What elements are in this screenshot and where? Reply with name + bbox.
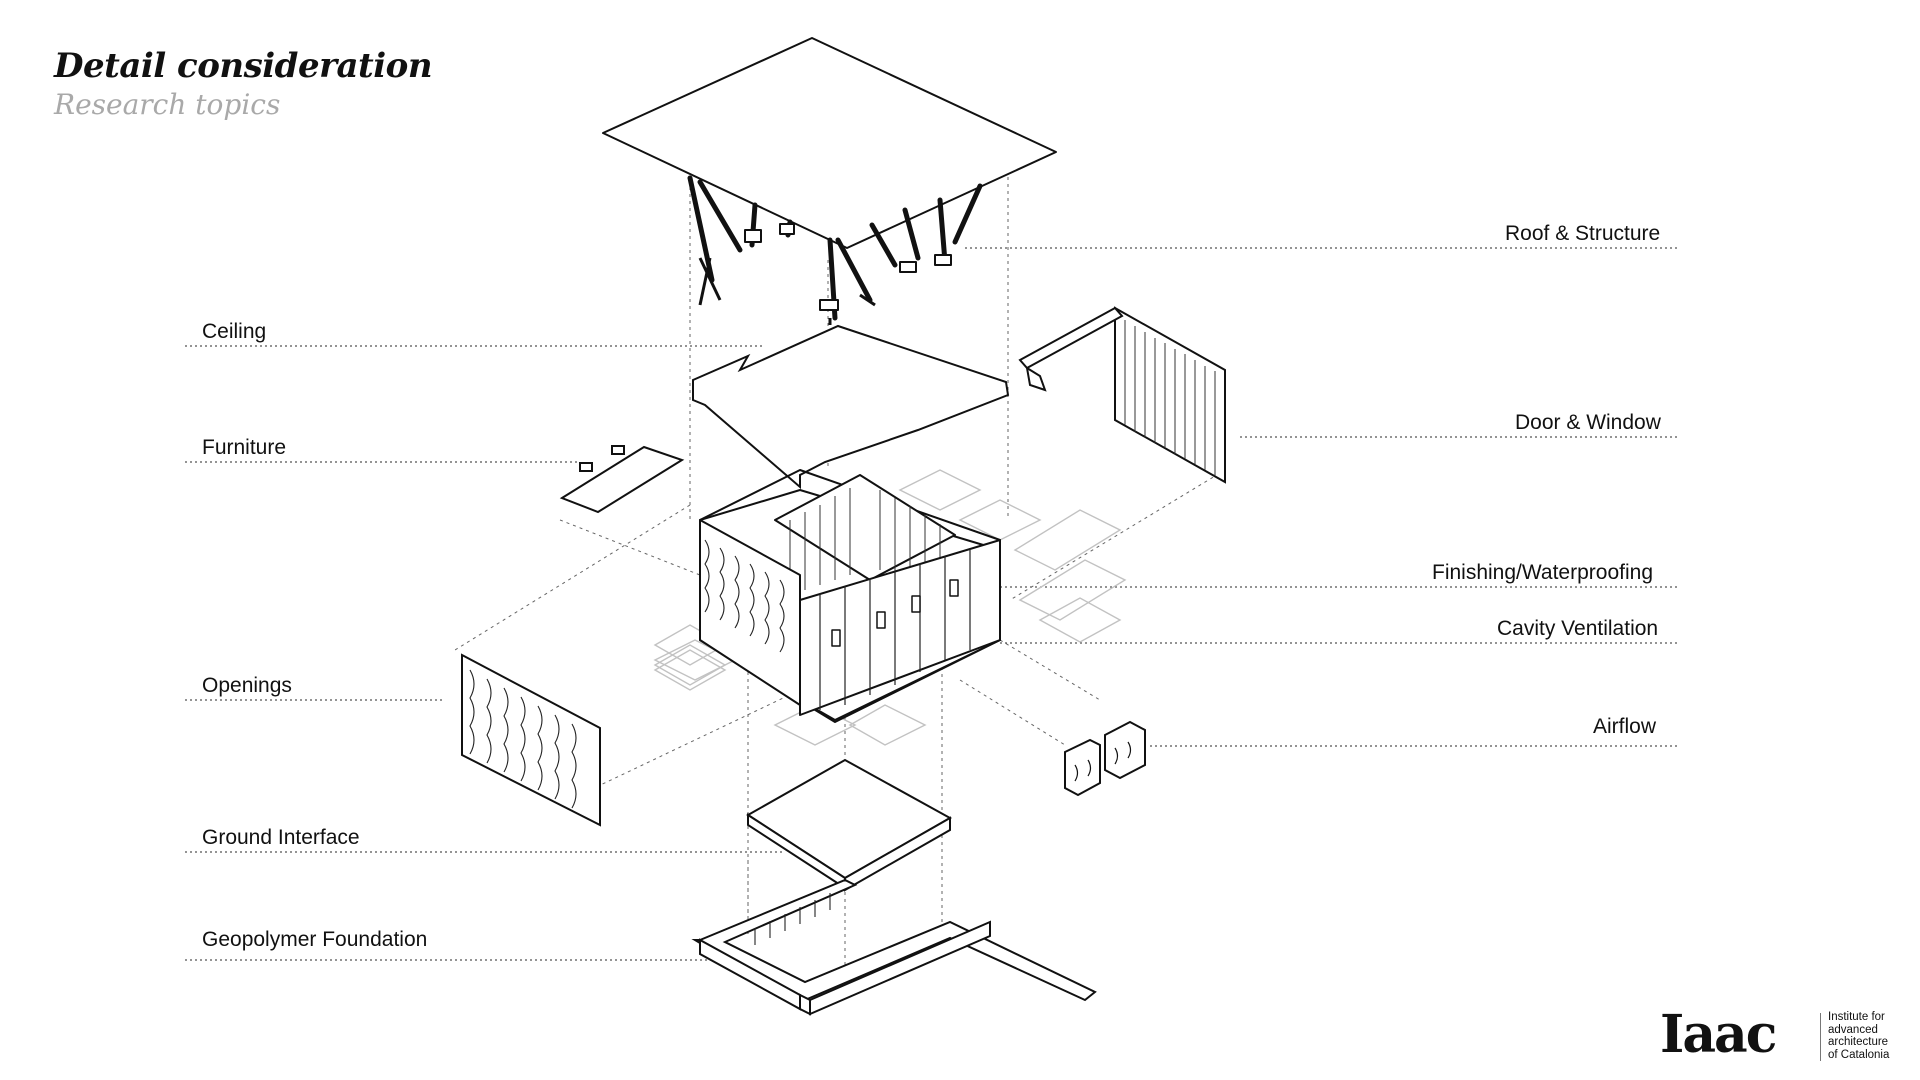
roof-plate	[602, 37, 1057, 249]
label-airflow: Airflow	[1593, 715, 1657, 738]
door-window-frame	[1018, 306, 1226, 484]
logo-mark: Iaac	[1660, 1004, 1777, 1065]
printed-wall-module	[699, 469, 1001, 723]
geopolymer-foundation	[691, 878, 1097, 1016]
leader-lines	[185, 247, 1680, 961]
logo-line-4: of Catalonia	[1828, 1048, 1890, 1061]
label-geopolymer-foundation: Geopolymer Foundation	[202, 928, 428, 951]
projection-lines	[454, 170, 1226, 990]
label-cavity-ventilation: Cavity Ventilation	[1497, 617, 1659, 640]
label-openings: Openings	[202, 674, 292, 697]
logo-divider	[1820, 1013, 1821, 1061]
iaac-logo: Iaac Institute for advanced architecture…	[1660, 1005, 1900, 1065]
label-finishing-waterproofing: Finishing/Waterproofing	[1432, 561, 1653, 584]
label-furniture: Furniture	[202, 436, 287, 459]
openings-panel	[461, 653, 601, 827]
ceiling-panel	[692, 324, 1010, 490]
page-subtitle: Research topics	[54, 88, 281, 121]
label-ceiling: Ceiling	[202, 320, 267, 343]
roof-structure	[602, 37, 1057, 325]
logo-line-3: architecture	[1828, 1036, 1889, 1048]
label-roof-structure: Roof & Structure	[1505, 222, 1661, 245]
logo-line-2: advanced	[1828, 1023, 1878, 1036]
label-ground-interface: Ground Interface	[202, 826, 360, 849]
page-title: Detail consideration	[54, 46, 433, 86]
label-door-window: Door & Window	[1515, 411, 1661, 434]
furniture-panel	[559, 445, 685, 514]
logo-institution-name: Institute for advanced architecture of C…	[1828, 1011, 1889, 1061]
airflow-blocks	[1064, 720, 1146, 797]
logo-line-1: Institute for	[1828, 1011, 1885, 1023]
ground-interface-slab	[746, 758, 953, 892]
